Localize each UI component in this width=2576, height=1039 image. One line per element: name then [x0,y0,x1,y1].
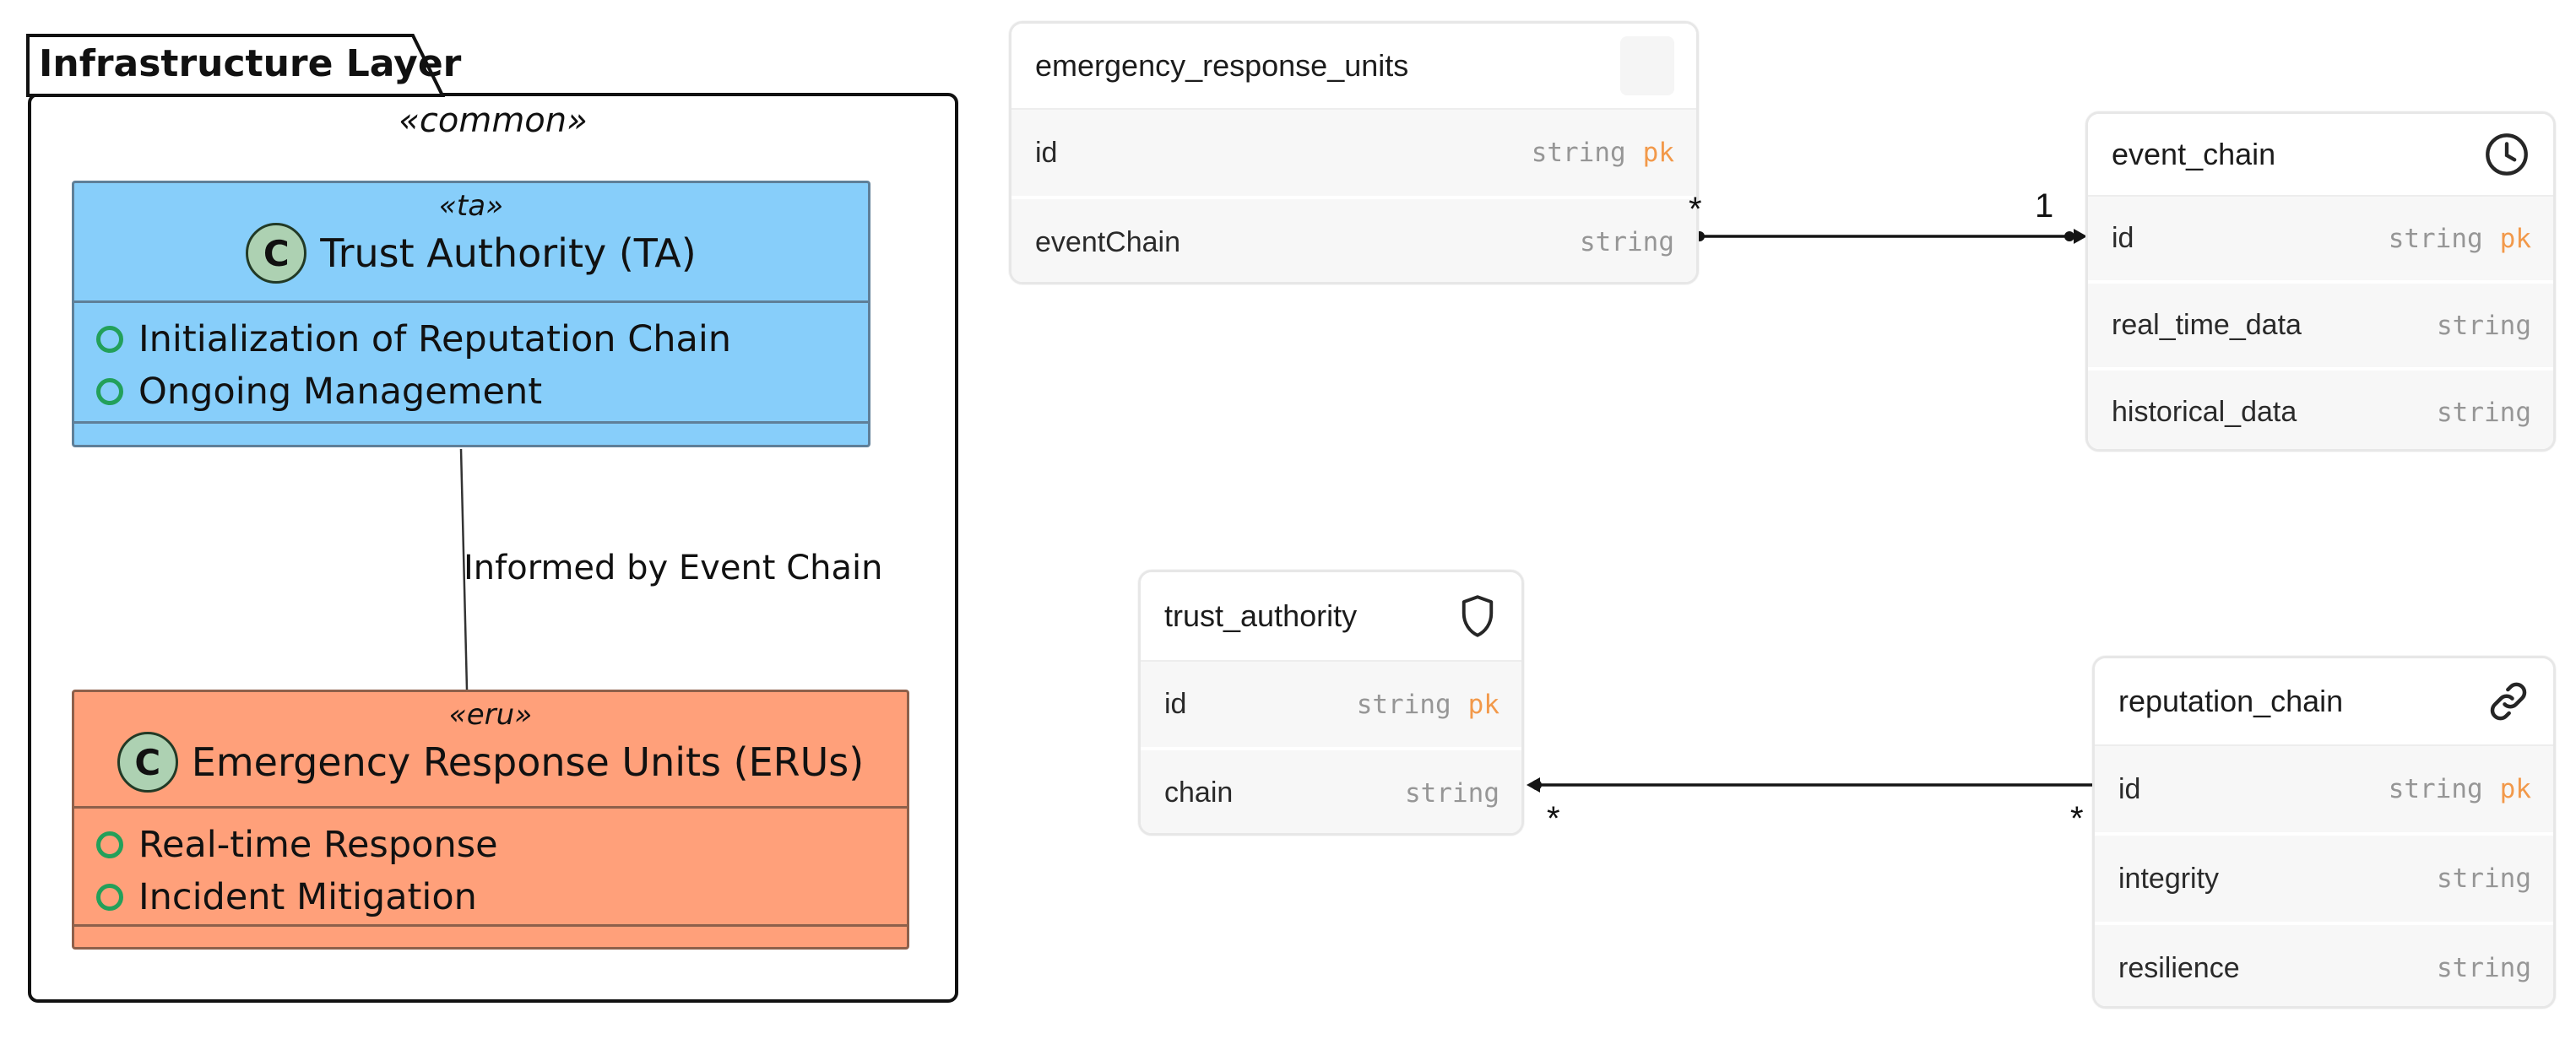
table-row: resilience string [2095,922,2553,1006]
field-type: string [1580,227,1674,257]
table-title: reputation_chain [2118,684,2344,718]
class-title: Emergency Response Units (ERUs) [191,739,865,785]
blank-icon [1620,36,1674,95]
package-tab [26,34,446,97]
field-type: string [1405,777,1500,809]
attribute-label: Initialization of Reputation Chain [138,318,732,360]
package-title: Infrastructure Layer [39,42,462,85]
table-row: id string pk [1011,110,1696,196]
field-pk-badge: pk [1642,138,1674,168]
field-type: string [1356,689,1451,720]
table-row: integrity string [2095,832,2553,922]
field-name: integrity [2118,862,2220,895]
package-stereotype: «common» [399,101,588,140]
class-attributes: Real-time Response Incident Mitigation [74,809,907,927]
field-name: id [2112,222,2134,254]
field-name: historical_data [2112,396,2297,428]
field-name: eventChain [1035,225,1181,258]
class-circle-icon: C [117,732,178,793]
table-emergency-response-units: emergency_response_units id string pk ev… [1009,21,1699,284]
class-stereotype: «ta» [438,189,504,223]
field-type: string [1531,138,1626,168]
attribute-row: Incident Mitigation [96,871,907,923]
relation-endpoint-dot [2064,231,2074,241]
attribute-row: Initialization of Reputation Chain [96,313,868,365]
cardinality-label: * [1547,800,1560,837]
table-row: eventChain string [1011,196,1696,282]
link-icon [2486,679,2531,724]
table-trust-authority: trust_authority id string pk chain strin… [1138,570,1524,836]
field-pk-badge: pk [2499,223,2531,254]
field-visibility-icon [96,831,123,858]
table-header: reputation_chain [2095,658,2553,744]
field-name: id [1164,688,1187,720]
table-title: emergency_response_units [1035,48,1409,83]
association-label: Informed by Event Chain [464,549,883,587]
field-name: id [1035,136,1058,169]
table-row: id string pk [2095,746,2553,832]
table-row: id string pk [2088,197,2553,280]
field-visibility-icon [96,884,123,911]
table-reputation-chain: reputation_chain id string pk integrity … [2092,656,2556,1009]
cardinality-label: 1 [2035,187,2054,225]
attribute-row: Ongoing Management [96,365,868,418]
field-type: string [2388,774,2483,804]
field-name: chain [1164,777,1234,809]
field-pk-badge: pk [1467,689,1500,720]
field-visibility-icon [96,378,123,405]
table-event-chain: event_chain id string pk real_time_data … [2085,111,2556,452]
table-row: id string pk [1141,662,1521,747]
class-header: «eru» C Emergency Response Units (ERUs) [74,692,907,809]
field-pk-badge: pk [2499,774,2531,804]
class-box-emergency-response-units: «eru» C Emergency Response Units (ERUs) … [72,690,909,950]
class-title: Trust Authority (TA) [320,230,697,276]
table-row: historical_data string [2088,367,2553,449]
field-type: string [2437,310,2531,341]
field-name: id [2118,772,2141,805]
shield-icon [1456,592,1500,641]
relation-arrowhead [1527,777,1540,793]
table-row: chain string [1141,747,1521,833]
table-header: trust_authority [1141,572,1521,660]
field-type: string [2437,953,2531,983]
field-name: resilience [2118,951,2240,984]
field-visibility-icon [96,326,123,353]
field-type: string [2388,223,2483,254]
clock-icon [2482,130,2531,179]
field-type: string [2437,863,2531,894]
table-title: trust_authority [1164,598,1358,633]
table-row: real_time_data string [2088,280,2553,367]
attribute-row: Real-time Response [96,819,907,871]
attribute-label: Real-time Response [138,824,498,866]
cardinality-label: * [1689,191,1702,228]
association-line-ta-eru [459,448,469,690]
class-header: «ta» C Trust Authority (TA) [74,183,868,303]
class-circle-icon: C [246,223,307,284]
field-name: real_time_data [2112,309,2302,341]
relation-arrowhead [2074,229,2087,244]
table-header: event_chain [2088,114,2553,195]
cardinality-label: * [2070,800,2084,837]
field-type: string [2437,397,2531,428]
attribute-label: Ongoing Management [138,371,543,413]
table-title: event_chain [2112,137,2276,171]
class-box-trust-authority: «ta» C Trust Authority (TA) Initializati… [72,181,870,447]
table-header: emergency_response_units [1011,24,1696,108]
class-stereotype: «eru» [448,698,533,732]
attribute-label: Incident Mitigation [138,876,477,918]
class-attributes: Initialization of Reputation Chain Ongoi… [74,303,868,424]
